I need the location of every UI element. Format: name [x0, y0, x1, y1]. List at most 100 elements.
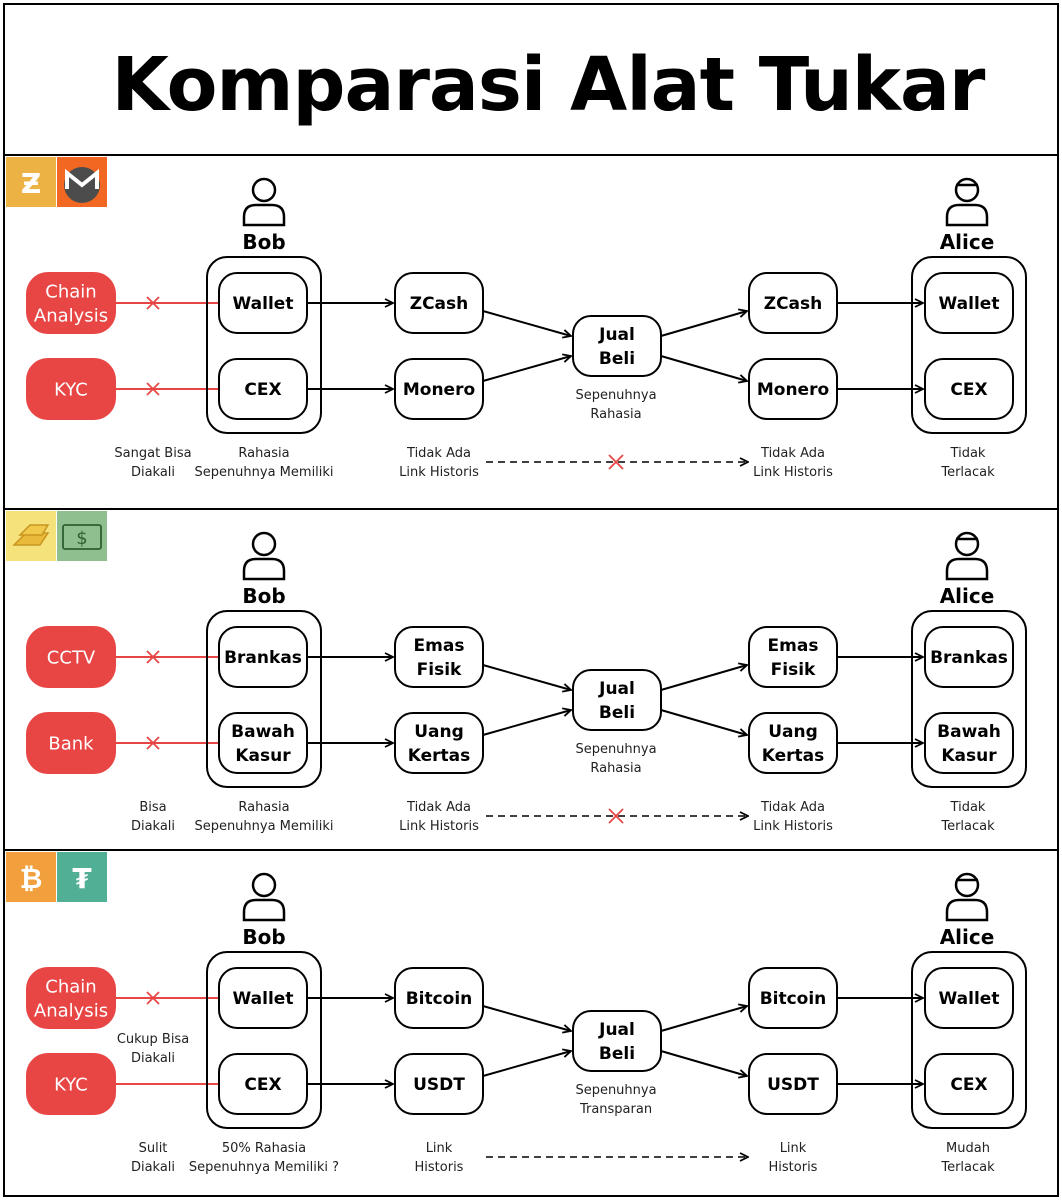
recv-box-bottom[interactable]: CEX — [924, 358, 1014, 420]
asset-box-top-label-line: Bitcoin — [406, 989, 473, 1009]
recv-caption-line: Tidak — [950, 800, 986, 815]
trade-box-label-line: Jual — [598, 325, 635, 345]
asset-caption-line: Link — [426, 1141, 453, 1156]
recv-box-top-label: Wallet — [939, 989, 1000, 1009]
recv-box-top-label-line: Wallet — [939, 989, 1000, 1009]
sender-box-bottom-label: CEX — [244, 1075, 281, 1095]
asset-caption-line: Link Historis — [399, 465, 479, 480]
risk-pill-top-shape — [26, 967, 116, 1029]
risk-cut-top — [146, 991, 160, 1005]
arrow-trade-out-top — [660, 311, 747, 337]
arrow-asset-trade-top — [482, 664, 571, 690]
sender-group-frame — [206, 256, 322, 434]
trade-box-frame — [572, 1010, 662, 1072]
bitcoin-icon: ₿ — [6, 852, 56, 902]
risk-pill-top[interactable]: CCTV — [26, 626, 116, 688]
receiver-group-frame — [911, 256, 1027, 434]
trade-box-label-line: Beli — [599, 1044, 635, 1064]
recv-box-bottom-label: CEX — [950, 380, 987, 400]
sender-box-bottom[interactable]: CEX — [218, 358, 308, 420]
arrow-trade-out-bottom — [660, 709, 747, 735]
trade-box-label-line: Beli — [599, 703, 635, 723]
receiver-avatar-head — [954, 531, 980, 557]
sender-box-top[interactable]: Wallet — [218, 272, 308, 334]
out-box-bottom-label-line: Uang — [768, 722, 818, 742]
out-caption-line: Link Historis — [753, 819, 833, 834]
sender-box-top[interactable]: Brankas — [218, 626, 308, 688]
out-caption-line: Tidak Ada — [760, 446, 825, 461]
arrow-trade-out-top — [660, 665, 747, 691]
arrow-asset-trade-bottom — [482, 1051, 571, 1077]
risk-pill-bottom[interactable]: KYC — [26, 358, 116, 420]
recv-box-top[interactable]: Brankas — [924, 626, 1014, 688]
receiver-avatar-body — [945, 203, 989, 227]
risk-cut-bottom-b — [146, 736, 160, 750]
recv-box-bottom[interactable]: CEX — [924, 1053, 1014, 1115]
asset-box-bottom[interactable]: USDT — [394, 1053, 484, 1115]
receiver-avatar-name: Alice — [940, 230, 995, 254]
risk-cut-top-b — [146, 650, 160, 664]
trade-box-label-line: Jual — [598, 1020, 635, 1040]
risk-pill-top-shape — [26, 272, 116, 334]
risk-caption-line: Sulit — [139, 1141, 168, 1156]
out-box-bottom[interactable]: Monero — [748, 358, 838, 420]
receiver-avatar-body — [945, 898, 989, 922]
risk-cut-top — [146, 296, 160, 310]
sender-group-frame — [206, 610, 322, 788]
out-box-bottom[interactable]: USDT — [748, 1053, 838, 1115]
outer-frame — [3, 3, 1059, 1197]
asset-box-top[interactable]: ZCash — [394, 272, 484, 334]
recv-box-top-label: Wallet — [939, 294, 1000, 314]
asset-box-top-label: ZCash — [410, 294, 469, 314]
gold-bar-shape — [12, 532, 50, 546]
recv-box-top-label: Brankas — [930, 648, 1008, 668]
recv-caption-line: Mudah — [946, 1141, 990, 1156]
zcash-icon: Ƶ — [6, 157, 56, 207]
risk-pill-bottom-shape — [26, 712, 116, 774]
risk-pill-bottom[interactable]: Bank — [26, 712, 116, 774]
recv-box-top-frame — [924, 626, 1014, 688]
risk-cut-bottom — [146, 736, 160, 750]
receiver-avatar-name: Alice — [940, 584, 995, 608]
page-title: Komparasi Alat Tukar — [112, 42, 986, 128]
asset-box-bottom[interactable]: Monero — [394, 358, 484, 420]
risk-pill-bottom-label-line: KYC — [54, 379, 88, 400]
out-box-top[interactable]: Bitcoin — [748, 967, 838, 1029]
risk-pill-bottom[interactable]: KYC — [26, 1053, 116, 1115]
asset-box-bottom-label-line: Monero — [403, 380, 475, 400]
asset-box-top[interactable]: Bitcoin — [394, 967, 484, 1029]
out-box-bottom-label-line: USDT — [767, 1075, 819, 1095]
out-box-top[interactable]: ZCash — [748, 272, 838, 334]
asset-caption-line: Link Historis — [399, 819, 479, 834]
recv-box-top[interactable]: Wallet — [924, 272, 1014, 334]
sender-box-top-label: Wallet — [233, 294, 294, 314]
asset-box-bottom-frame — [394, 1053, 484, 1115]
trade-caption-line: Transparan — [579, 1102, 652, 1117]
banknote-icon: $ — [57, 511, 107, 561]
risk-pill-bottom-label-line: KYC — [54, 1074, 88, 1095]
sender-box-top[interactable]: Wallet — [218, 967, 308, 1029]
sender-box-bottom[interactable]: CEX — [218, 1053, 308, 1115]
recv-box-top-label-line: Brankas — [930, 648, 1008, 668]
recv-box-top[interactable]: Wallet — [924, 967, 1014, 1029]
